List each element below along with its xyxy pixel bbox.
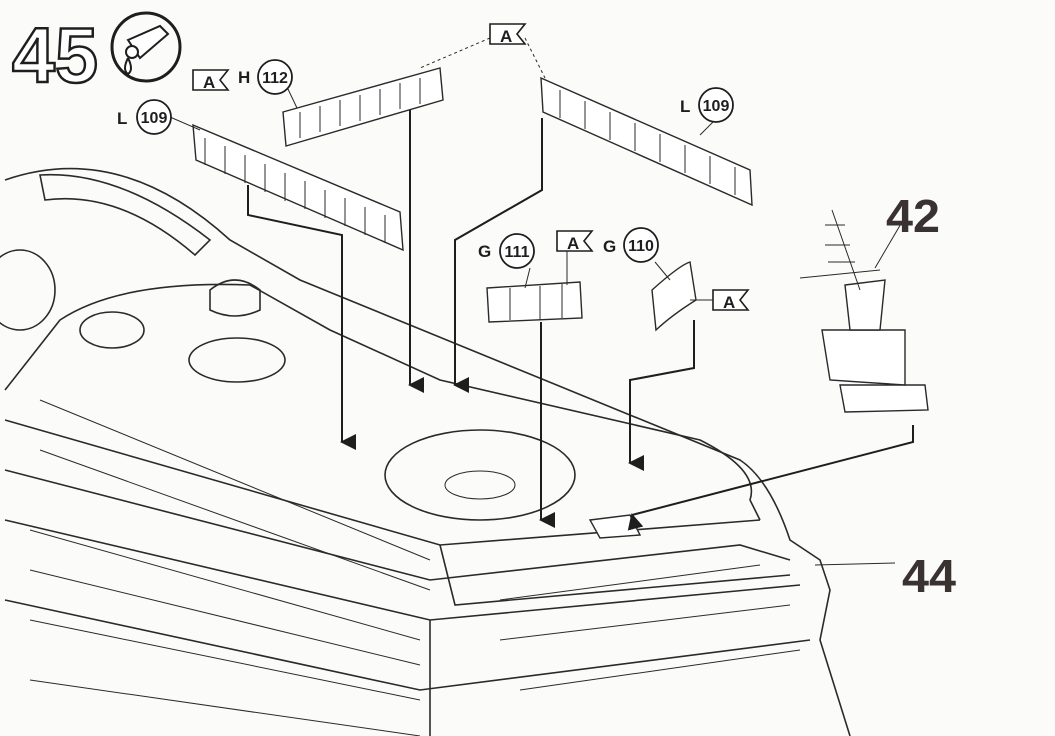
callout-part-number: 109 xyxy=(141,110,168,127)
step-number: 45 xyxy=(12,11,98,99)
callout-prefix: G xyxy=(478,242,491,261)
callout-l109-left: L 109 xyxy=(117,99,172,135)
callout-g110: G 110 xyxy=(603,227,659,263)
part-g111-window-frame xyxy=(486,281,583,323)
callout-part-number: 112 xyxy=(262,70,288,87)
callout-prefix: L xyxy=(117,109,127,128)
flag-a-left: A xyxy=(192,69,230,92)
part-h112-railing xyxy=(282,67,444,147)
svg-text:A: A xyxy=(500,27,512,46)
callout-prefix: L xyxy=(680,97,690,116)
part-g110-window-frame xyxy=(651,261,697,332)
assembly-arrows xyxy=(169,37,914,566)
assembly-number-hull: 44 xyxy=(902,550,956,602)
part-l109-right-railing xyxy=(540,76,753,207)
svg-text:A: A xyxy=(203,73,215,92)
callout-part-number: 110 xyxy=(628,238,654,255)
svg-text:A: A xyxy=(723,293,735,312)
callout-g111: G 111 xyxy=(478,233,535,269)
callout-part-number: 111 xyxy=(505,244,530,261)
callout-prefix: G xyxy=(603,237,616,256)
callout-part-number: 109 xyxy=(703,98,730,115)
part-l109-left-railing xyxy=(192,123,404,252)
callout-h112: H 112 xyxy=(238,59,293,95)
flag-a-g111: A xyxy=(556,230,594,285)
flag-a-top: A xyxy=(489,23,527,46)
callout-l109-right: L 109 xyxy=(680,87,734,123)
flag-a-g110: A xyxy=(690,289,750,312)
part-42-mast-assembly xyxy=(799,209,929,413)
glue-tube-icon xyxy=(110,11,182,83)
assembly-number-mast: 42 xyxy=(886,190,940,242)
svg-text:A: A xyxy=(567,234,579,253)
callout-prefix: H xyxy=(238,68,250,87)
ship-hull-assembly xyxy=(0,167,851,736)
